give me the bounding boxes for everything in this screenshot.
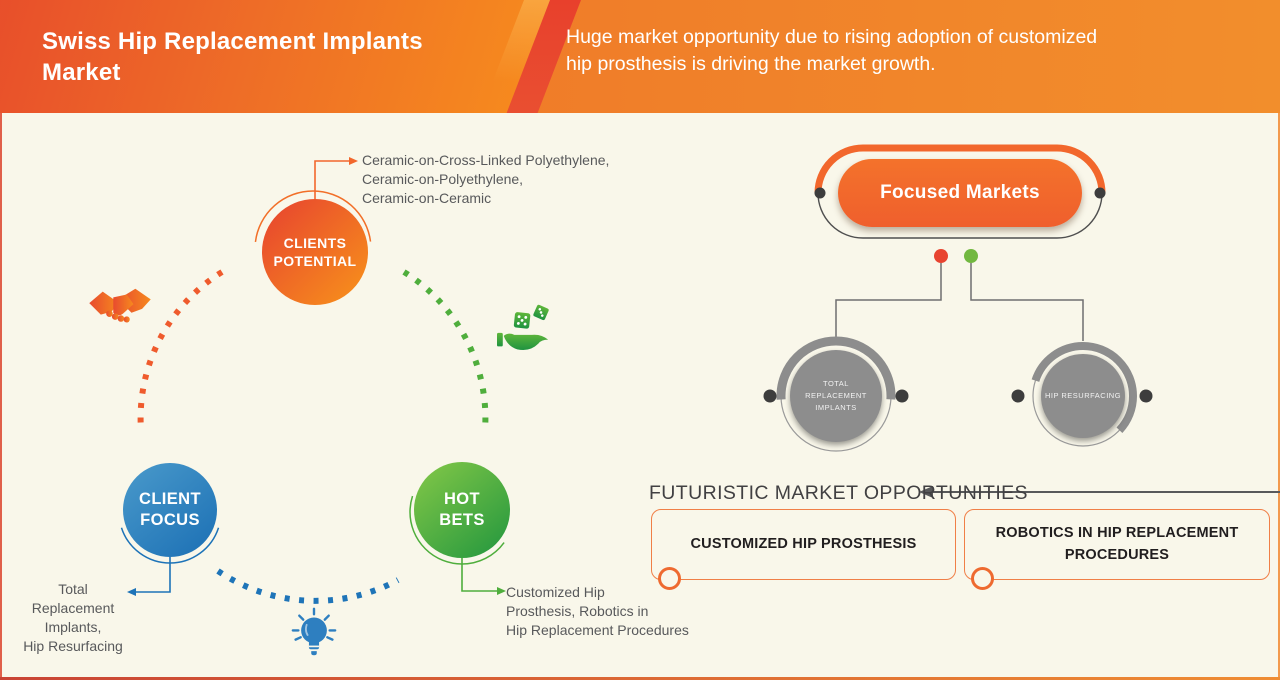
arrowhead-client-focus xyxy=(127,588,136,596)
branch-dot-red xyxy=(934,249,948,263)
hot-bets-node: HOT BETS xyxy=(414,462,510,558)
opportunities-arrowhead xyxy=(919,486,933,498)
focused-markets-pill: Focused Markets xyxy=(838,159,1082,227)
frame-left-line xyxy=(0,113,2,680)
dotted-arc-orange xyxy=(137,269,224,431)
branch-line-right xyxy=(970,263,1084,341)
dotted-arc-blue xyxy=(216,568,400,604)
node1-thick-arc xyxy=(776,336,896,456)
branch-line-left xyxy=(835,263,942,341)
node1-dot-left xyxy=(763,389,777,403)
node2-thick-arc xyxy=(1029,342,1137,450)
focused-node-hip-resurfacing: HIP RESURFACING xyxy=(1041,354,1125,438)
opportunity-ring-icon xyxy=(971,567,994,590)
arrowhead-hot-bets xyxy=(497,587,506,595)
clients-potential-annotation: Ceramic-on-Cross-Linked Polyethylene, Ce… xyxy=(362,152,610,207)
header-banner: Swiss Hip Replacement Implants Market Hu… xyxy=(0,0,1280,113)
opportunities-heading: FUTURISTIC MARKET OPPORTUNITIES xyxy=(649,482,1028,504)
node1-dot-right xyxy=(895,389,909,403)
swoosh-arc-orange xyxy=(254,190,372,308)
node2-dot-left xyxy=(1011,389,1025,403)
frame-right-line xyxy=(1278,113,1280,680)
connector-clients-potential xyxy=(314,160,349,199)
focused-node-total-replacement-implants: TOTAL REPLACEMENT IMPLANTS xyxy=(790,350,882,442)
arrowhead-clients-potential xyxy=(349,157,358,165)
connector-hot-bets xyxy=(461,558,497,592)
handshake-icon xyxy=(89,288,151,323)
opportunity-ring-icon xyxy=(658,567,681,590)
opportunity-box-customized-hip-prosthesis: CUSTOMIZED HIP PROSTHESIS xyxy=(651,509,956,580)
page-title: Swiss Hip Replacement Implants Market xyxy=(42,28,423,87)
client-focus-annotation: Total Replacement Implants, Hip Resurfac… xyxy=(23,581,123,655)
client-focus-node: CLIENT FOCUS xyxy=(123,463,217,557)
hot-bets-annotation: Customized Hip Prosthesis, Robotics in H… xyxy=(506,584,689,639)
branch-dot-green xyxy=(964,249,978,263)
frame-bottom-line xyxy=(0,677,1280,680)
clients-potential-node: CLIENTS POTENTIAL xyxy=(262,199,368,305)
lightbulb-icon xyxy=(291,607,337,656)
stadium-dot-left xyxy=(814,187,826,199)
dotted-arc-green xyxy=(402,269,489,431)
header-subtitle: Huge market opportunity due to rising ad… xyxy=(566,26,1098,76)
connector-client-focus xyxy=(136,557,171,593)
opportunity-box-robotics: ROBOTICS IN HIP REPLACEMENT PROCEDURES xyxy=(964,509,1270,580)
dice-hand-icon xyxy=(497,304,549,351)
stadium-dot-right xyxy=(1094,187,1106,199)
node2-dot-right xyxy=(1139,389,1153,403)
